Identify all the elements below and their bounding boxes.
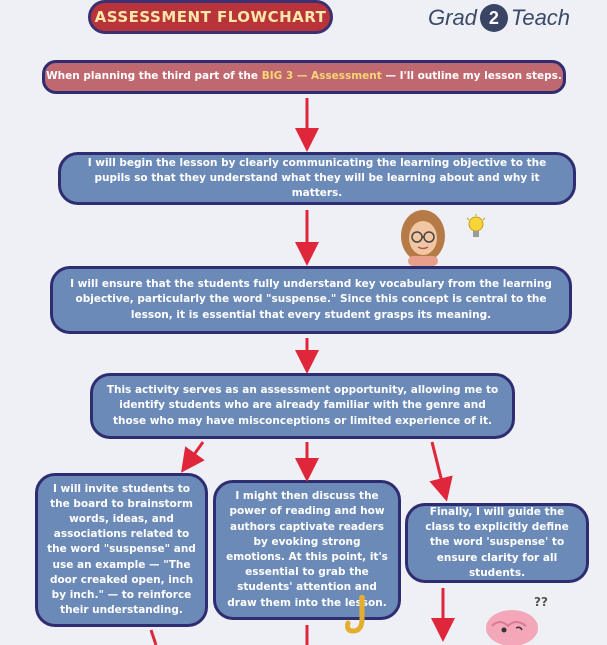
arrow-left (188, 442, 203, 463)
hook-icon (344, 595, 372, 637)
avatar-icon (398, 210, 448, 266)
arrow-right (432, 442, 444, 490)
brain-icon: ?? (482, 592, 552, 645)
lightbulb-icon (465, 214, 487, 244)
svg-text:??: ?? (534, 595, 548, 609)
arrow-out-left (151, 630, 156, 645)
